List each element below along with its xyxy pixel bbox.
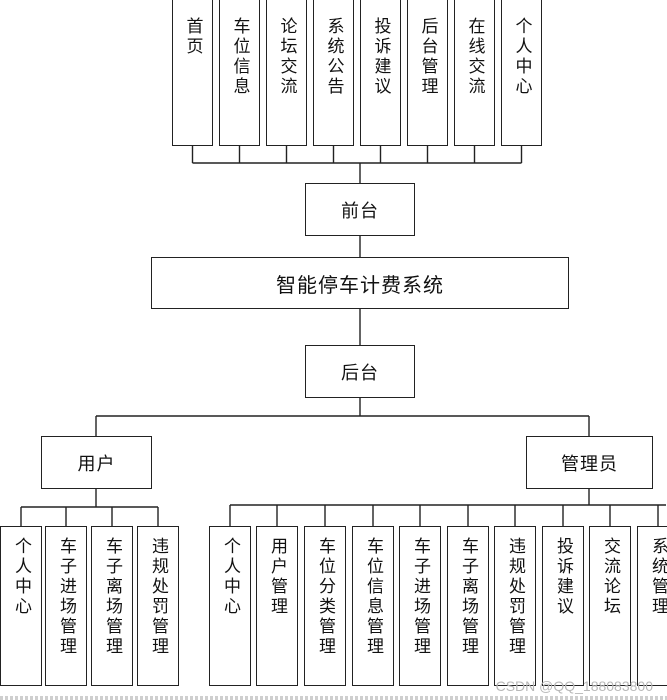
- admin-node: 管理员: [526, 436, 653, 489]
- admin-module-4: 车子进场管理: [399, 526, 441, 686]
- admin-module-9: 系统管理: [637, 526, 667, 686]
- watermark: CSDN @QQ_188083800: [495, 678, 653, 694]
- back-node: 后台: [305, 345, 415, 398]
- admin-module-5: 车子离场管理: [447, 526, 489, 686]
- front-module-4: 投诉建议: [360, 0, 401, 146]
- front-node: 前台: [305, 183, 415, 236]
- user-module-3: 违规处罚管理: [137, 526, 179, 686]
- front-module-5: 后台管理: [407, 0, 448, 146]
- front-module-7: 个人中心: [501, 0, 542, 146]
- admin-module-1: 用户管理: [256, 526, 298, 686]
- front-module-3: 系统公告: [313, 0, 354, 146]
- user-module-1: 车子进场管理: [45, 526, 87, 686]
- front-module-0: 首页: [172, 0, 213, 146]
- user-node: 用户: [41, 436, 152, 489]
- admin-module-6: 违规处罚管理: [494, 526, 536, 686]
- system-title: 智能停车计费系统: [151, 257, 569, 309]
- admin-module-7: 投诉建议: [542, 526, 584, 686]
- user-module-0: 个人中心: [0, 526, 42, 686]
- front-module-6: 在线交流: [454, 0, 495, 146]
- admin-module-8: 交流论坛: [589, 526, 631, 686]
- admin-module-3: 车位信息管理: [352, 526, 394, 686]
- admin-module-2: 车位分类管理: [304, 526, 346, 686]
- user-module-2: 车子离场管理: [91, 526, 133, 686]
- front-module-2: 论坛交流: [266, 0, 307, 146]
- admin-module-0: 个人中心: [209, 526, 251, 686]
- front-module-1: 车位信息: [219, 0, 260, 146]
- bottom-edge: [0, 696, 667, 700]
